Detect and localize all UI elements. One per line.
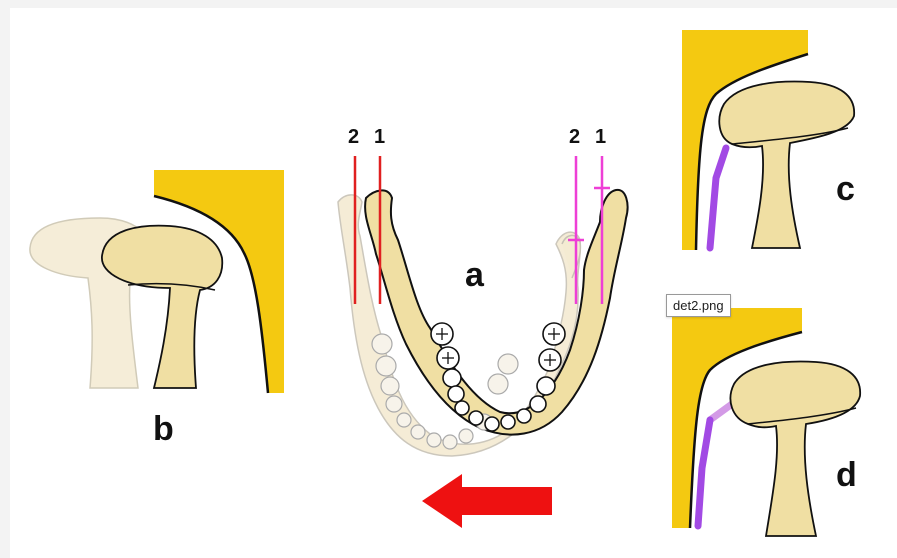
right-line-2-label: 2 bbox=[569, 126, 580, 149]
panel-a-mandible bbox=[365, 190, 627, 435]
panel-d-figure bbox=[672, 308, 860, 536]
figure-canvas: a b c d 2 1 2 1 det2.png bbox=[10, 8, 897, 558]
diagram-svg bbox=[10, 8, 897, 558]
panel-b-figure bbox=[30, 170, 284, 393]
panel-d-label: d bbox=[836, 456, 857, 495]
panel-c-label: c bbox=[836, 170, 855, 209]
panel-a-figure bbox=[338, 190, 628, 456]
panel-b-label: b bbox=[153, 410, 174, 449]
image-tooltip: det2.png bbox=[666, 294, 731, 317]
panel-a-label: a bbox=[465, 256, 484, 295]
panel-d-condyle bbox=[730, 362, 860, 536]
panel-c-figure bbox=[682, 30, 854, 250]
right-line-1-label: 1 bbox=[595, 126, 606, 149]
panel-c-disc bbox=[710, 148, 726, 248]
left-arrow-icon bbox=[422, 474, 552, 528]
left-line-1-label: 1 bbox=[374, 126, 385, 149]
panel-c-condyle bbox=[719, 82, 854, 248]
left-line-2-label: 2 bbox=[348, 126, 359, 149]
panel-d-disc bbox=[698, 420, 710, 526]
panel-d-disc-light bbox=[710, 404, 732, 420]
